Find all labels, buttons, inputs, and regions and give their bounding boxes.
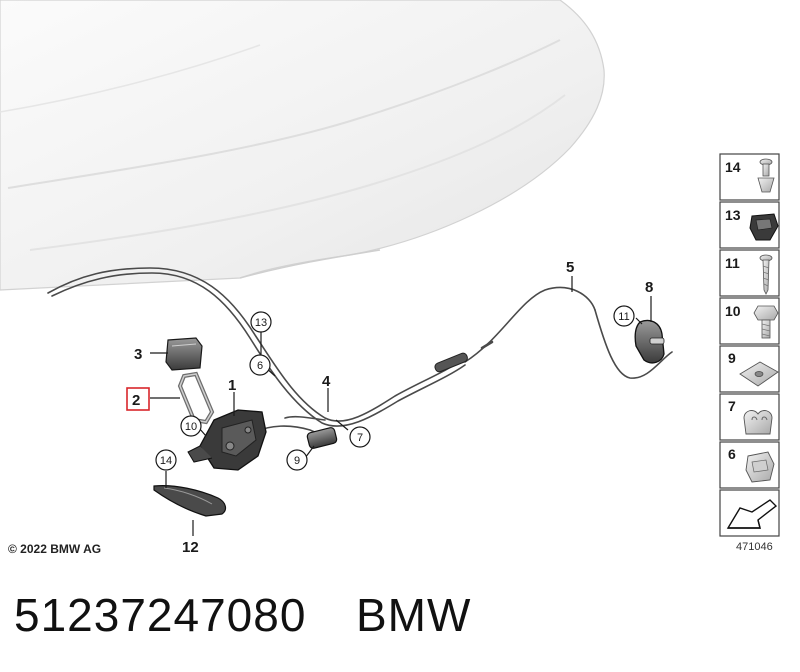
hood-illustration (0, 0, 605, 291)
part-3-lever (165, 337, 203, 371)
svg-text:10: 10 (725, 303, 741, 319)
svg-text:9: 9 (294, 455, 300, 467)
part-number: 51237247080 (14, 589, 307, 641)
svg-text:9: 9 (728, 350, 736, 366)
part-8-grommet (634, 319, 665, 364)
nut-clip-icon (739, 361, 779, 387)
part-1-latch (187, 409, 267, 471)
svg-text:11: 11 (618, 311, 629, 323)
copyright-notice: © 2022 BMW AG (8, 542, 102, 556)
circled-callouts: 6 7 9 10 11 13 14 (155, 305, 635, 471)
svg-text:7: 7 (728, 398, 736, 414)
circled-callout-14: 14 (155, 449, 177, 471)
sidebar-arrow-box (719, 489, 780, 537)
callout-1: 1 (228, 377, 236, 394)
callout-5: 5 (566, 259, 574, 276)
sidebar-item-13[interactable]: 13 (719, 201, 780, 249)
circled-callout-6: 6 (249, 354, 271, 376)
arrow-icon (726, 499, 778, 529)
hex-bolt-icon (753, 305, 779, 339)
callout-2: 2 (132, 392, 140, 409)
cable-clip-icon (743, 410, 773, 435)
highlight-box (126, 387, 150, 411)
screw-icon (759, 254, 773, 295)
circled-callout-7: 7 (349, 426, 371, 448)
spring-clip-icon (745, 451, 775, 483)
sidebar-item-6[interactable]: 6 (719, 441, 780, 489)
part-2-bracket (177, 371, 215, 425)
callout-labels: 1 2 3 4 5 8 12 (132, 259, 653, 556)
sidebar-item-11[interactable]: 11 (719, 249, 780, 297)
circled-callout-9: 9 (286, 449, 308, 471)
svg-text:11: 11 (725, 255, 740, 271)
svg-text:6: 6 (728, 446, 736, 462)
part-12-cover (153, 485, 227, 517)
push-pin-icon (757, 158, 775, 193)
callout-8: 8 (645, 279, 653, 296)
clip-icon (749, 213, 779, 241)
leader-lines (150, 276, 652, 536)
circled-callout-10: 10 (180, 415, 202, 437)
svg-text:14: 14 (160, 455, 172, 467)
svg-text:13: 13 (725, 207, 741, 223)
sidebar-item-9[interactable]: 9 (719, 345, 780, 393)
cable-sleeve (434, 352, 468, 373)
svg-text:13: 13 (255, 317, 267, 329)
circled-callout-13: 13 (250, 311, 272, 333)
callout-4: 4 (322, 373, 331, 390)
callout-3: 3 (134, 346, 142, 363)
sidebar-item-7[interactable]: 7 (719, 393, 780, 441)
release-cable (47, 267, 673, 441)
svg-text:14: 14 (725, 159, 741, 175)
svg-text:10: 10 (185, 421, 197, 433)
svg-text:6: 6 (257, 360, 263, 372)
sidebar-item-10[interactable]: 10 (719, 297, 780, 345)
part-9-connector (306, 427, 338, 449)
callout-12: 12 (182, 539, 199, 556)
brand-name: BMW (356, 589, 472, 641)
drawing-number: 471046 (736, 541, 773, 553)
svg-text:7: 7 (357, 432, 363, 444)
circled-callout-11: 11 (613, 305, 635, 327)
parts-sidebar: 14 13 11 (719, 153, 780, 537)
sidebar-item-14[interactable]: 14 (719, 153, 780, 201)
